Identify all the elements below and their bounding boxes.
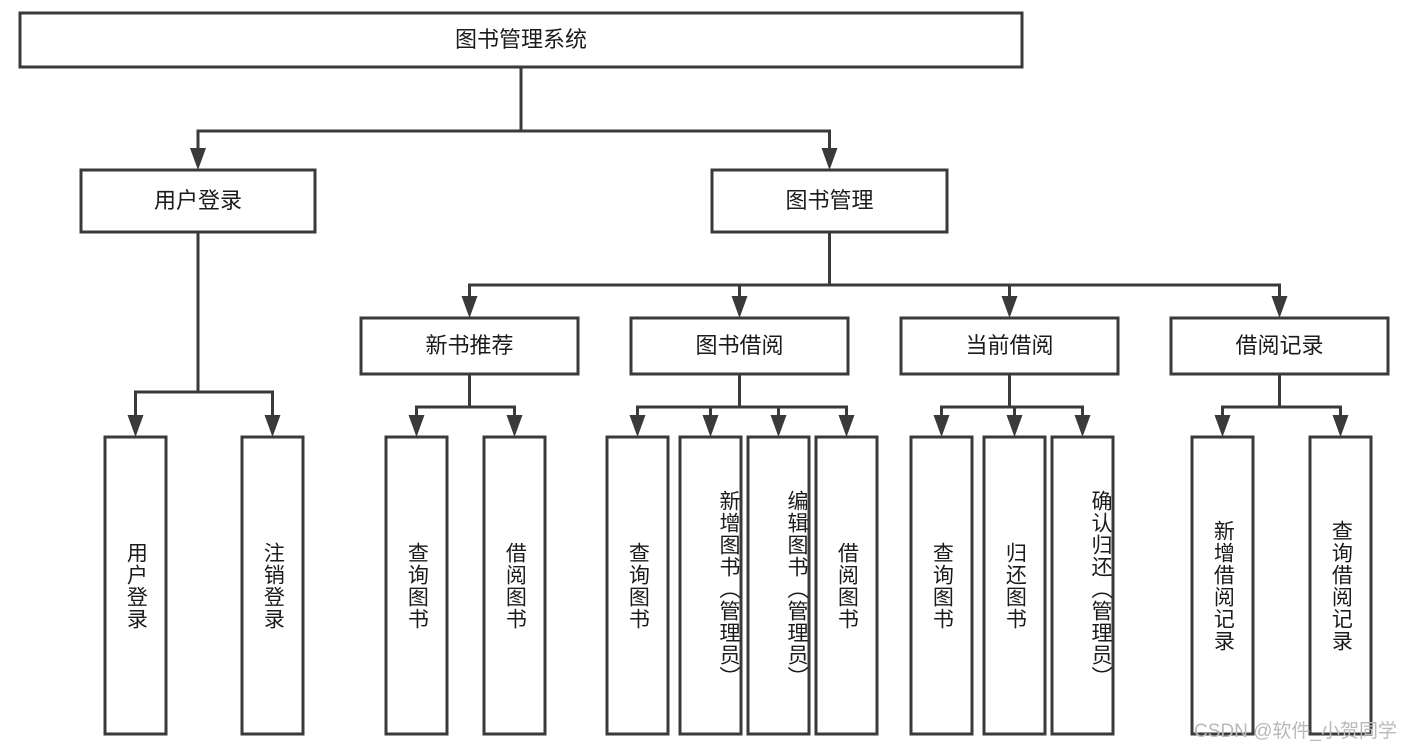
node-box [909, 435, 974, 736]
arrow-head-icon [702, 415, 719, 437]
node-label: 图书借阅 [695, 333, 783, 358]
node-n-new-book-rec[interactable]: 新书推荐 [359, 316, 580, 376]
node-l-query-book-1[interactable] [384, 435, 449, 736]
node-label: 用户登录 [154, 188, 242, 213]
arrow-head-icon [629, 415, 646, 437]
node-l-borrow-book-2[interactable] [814, 435, 879, 736]
node-box [899, 316, 1120, 376]
node-l-add-record[interactable] [1190, 435, 1255, 736]
node-l-add-book[interactable] [678, 435, 743, 736]
arrow-head-icon [731, 296, 748, 318]
node-box [746, 435, 811, 736]
arrow-head-icon [1006, 415, 1023, 437]
connector-group-n-new-book-rec [408, 372, 523, 437]
arrow-head-icon [838, 415, 855, 437]
arrow-head-icon [1001, 296, 1018, 318]
arrow-head-icon [933, 415, 950, 437]
arrow-head-icon [821, 148, 838, 170]
node-l-return-book[interactable] [982, 435, 1047, 736]
node-l-query-record[interactable] [1308, 435, 1373, 736]
node-box [240, 435, 305, 736]
node-label: 图书管理系统 [455, 27, 587, 52]
node-label: 图书管理 [785, 188, 873, 213]
node-root[interactable]: 图书管理系统 [18, 11, 1024, 69]
node-box [1169, 316, 1390, 376]
node-l-borrow-book-1[interactable] [482, 435, 547, 736]
node-box [482, 435, 547, 736]
watermark-text: CSDN @软件_小贺同学 [1194, 721, 1397, 742]
connector-group-root [190, 65, 838, 170]
arrow-head-icon [1214, 415, 1231, 437]
connector-group-n-current-borrow [933, 372, 1091, 437]
node-l-user-login[interactable] [103, 435, 168, 736]
node-n-current-borrow[interactable]: 当前借阅 [899, 316, 1120, 376]
node-label: 新书推荐 [425, 333, 513, 358]
arrow-head-icon [1271, 296, 1288, 318]
connector-group-n-book-mgmt [461, 230, 1288, 318]
node-n-book-mgmt[interactable]: 图书管理 [710, 168, 949, 234]
arrow-head-icon [506, 415, 523, 437]
arrow-head-icon [408, 415, 425, 437]
node-l-query-book-2[interactable] [605, 435, 670, 736]
node-n-user-login[interactable]: 用户登录 [79, 168, 317, 234]
node-box [982, 435, 1047, 736]
node-box [79, 168, 317, 234]
node-box [1050, 435, 1115, 736]
node-label: 当前借阅 [965, 333, 1053, 358]
node-box [678, 435, 743, 736]
connectors-layer [127, 65, 1349, 437]
node-l-edit-book[interactable] [746, 435, 811, 736]
node-n-book-borrow[interactable]: 图书借阅 [629, 316, 850, 376]
node-box [384, 435, 449, 736]
node-l-confirm-return[interactable] [1050, 435, 1115, 736]
arrow-head-icon [1332, 415, 1349, 437]
node-l-query-book-3[interactable] [909, 435, 974, 736]
node-l-user-logout[interactable] [240, 435, 305, 736]
node-box [710, 168, 949, 234]
node-box [18, 11, 1024, 69]
node-box [1308, 435, 1373, 736]
arrow-head-icon [127, 415, 144, 437]
connector-group-n-user-login [127, 230, 281, 437]
node-n-borrow-record[interactable]: 借阅记录 [1169, 316, 1390, 376]
connector-group-n-borrow-record [1214, 372, 1349, 437]
node-box [605, 435, 670, 736]
arrow-head-icon [1074, 415, 1091, 437]
node-box [1190, 435, 1255, 736]
arrow-head-icon [461, 296, 478, 318]
arrow-head-icon [190, 148, 206, 170]
arrow-head-icon [770, 415, 787, 437]
arrow-head-icon [264, 415, 281, 437]
node-box [629, 316, 850, 376]
connector-group-n-book-borrow [629, 372, 855, 437]
node-box [814, 435, 879, 736]
node-box [103, 435, 168, 736]
node-box [359, 316, 580, 376]
node-label: 借阅记录 [1235, 333, 1323, 358]
